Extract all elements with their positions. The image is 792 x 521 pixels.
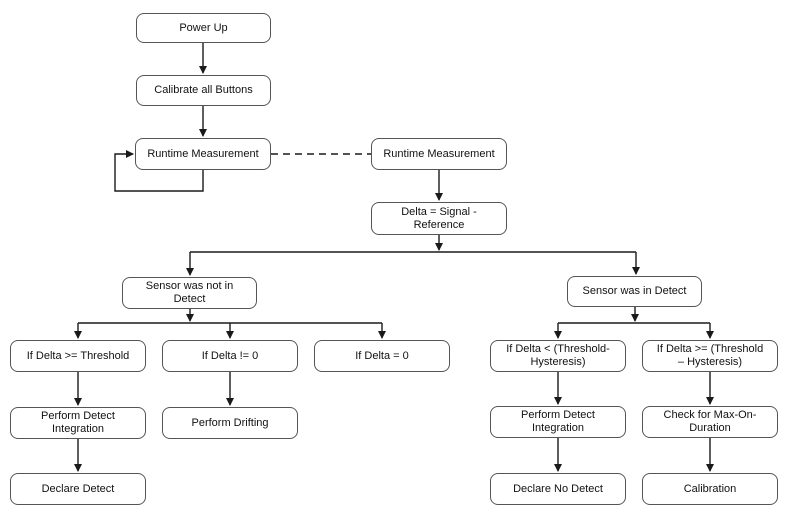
node-calibrate-all-buttons-label: Calibrate all Buttons	[154, 84, 253, 96]
node-if-delta-eq-0-label: If Delta = 0	[355, 349, 409, 362]
node-sensor-was-in-detect-label: Sensor was in Detect	[582, 285, 687, 297]
node-calibration: Calibration	[642, 473, 778, 505]
node-power-up-label: Power Up	[179, 21, 228, 34]
node-declare-no-detect: Declare No Detect	[490, 473, 626, 505]
node-sensor-was-not-in-detect: Sensor was not in Detect	[122, 277, 257, 309]
node-perform-detect-integration-left-label: Perform Detect Integration	[41, 410, 115, 435]
node-calibration-label: Calibration	[683, 482, 737, 495]
node-runtime-measurement-left-label: Runtime Measurement	[147, 147, 259, 160]
node-perform-detect-integration-left: Perform Detect Integration	[10, 407, 146, 439]
node-calibrate-all-buttons: Calibrate all Buttons	[136, 75, 271, 106]
node-declare-detect: Declare Detect	[10, 473, 146, 505]
node-declare-detect-label: Declare Detect	[41, 482, 115, 495]
node-runtime-measurement-right: Runtime Measurement	[371, 138, 507, 170]
node-check-for-max-on-duration-label: Check for Max-On- Duration	[663, 409, 757, 434]
node-check-for-max-on-duration: Check for Max-On- Duration	[642, 406, 778, 438]
node-if-delta-ge-threshold: If Delta >= Threshold	[10, 340, 146, 372]
node-if-delta-lt-threshold-hysteresis-label: If Delta < (Threshold- Hysteresis)	[506, 343, 610, 368]
node-if-delta-ne-0-label: If Delta != 0	[201, 349, 259, 362]
node-delta-signal-reference: Delta = Signal - Reference	[371, 202, 507, 235]
node-if-delta-lt-threshold-hysteresis: If Delta < (Threshold- Hysteresis)	[490, 340, 626, 372]
node-delta-signal-reference-label: Delta = Signal - Reference	[401, 205, 477, 231]
node-perform-detect-integration-right-label: Perform Detect Integration	[521, 409, 595, 434]
node-runtime-measurement-right-label: Runtime Measurement	[383, 147, 495, 160]
node-if-delta-ge-threshold-label: If Delta >= Threshold	[26, 349, 130, 362]
node-sensor-was-in-detect: Sensor was in Detect	[567, 276, 702, 307]
node-perform-detect-integration-right: Perform Detect Integration	[490, 406, 626, 438]
node-if-delta-ge-threshold-hysteresis: If Delta >= (Threshold – Hysteresis)	[642, 340, 778, 372]
edge-runtime-self-loop	[114, 150, 204, 192]
node-runtime-measurement-left: Runtime Measurement	[135, 138, 271, 170]
node-perform-drifting-label: Perform Drifting	[191, 416, 269, 429]
node-if-delta-ge-threshold-hysteresis-label: If Delta >= (Threshold – Hysteresis)	[656, 343, 764, 368]
node-if-delta-eq-0: If Delta = 0	[314, 340, 450, 372]
node-if-delta-ne-0: If Delta != 0	[162, 340, 298, 372]
node-sensor-was-not-in-detect-label: Sensor was not in Detect	[145, 280, 234, 305]
node-perform-drifting: Perform Drifting	[162, 407, 298, 439]
node-power-up: Power Up	[136, 13, 271, 43]
node-declare-no-detect-label: Declare No Detect	[513, 482, 603, 495]
